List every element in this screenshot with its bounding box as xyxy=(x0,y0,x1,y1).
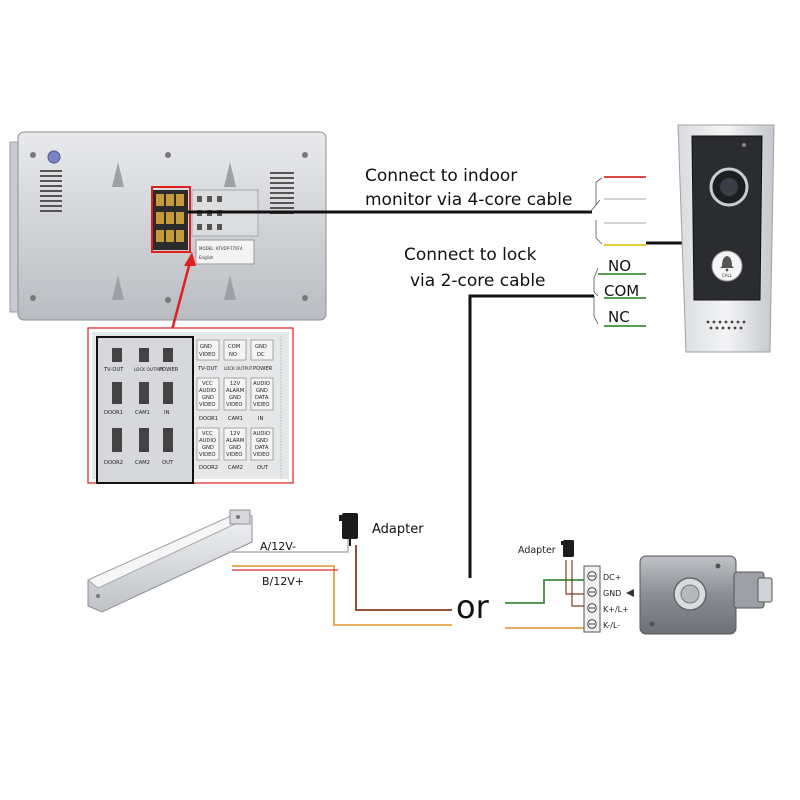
panel-left-r3-c1: DOOR2 xyxy=(104,460,123,466)
panel-r1-foot-3: POWER xyxy=(253,366,273,372)
panel-r2-t2-c: GND xyxy=(229,395,241,401)
outdoor-doorbell: CALL xyxy=(677,124,775,353)
panel-r1-t2-b: NO xyxy=(229,352,237,358)
panel-r1-t1-a: GND xyxy=(200,344,212,350)
label-or: or xyxy=(456,588,490,626)
panel-r3-foot-3: OUT xyxy=(257,465,269,471)
label-no: NO xyxy=(608,257,631,275)
panel-r3-foot-2: CAM2 xyxy=(228,465,243,471)
panel-r3-t1-b: AUDIO xyxy=(199,438,216,444)
label-k-minus: K-/L- xyxy=(603,621,620,630)
panel-r3-t1-c: GND xyxy=(202,445,214,451)
monitor-vent-left xyxy=(40,170,62,212)
label-adapter-main: Adapter xyxy=(372,522,424,537)
panel-r3-t1-a: VCC xyxy=(202,431,213,437)
panel-left-r1-c1: TV-OUT xyxy=(103,367,124,373)
call-label: CALL xyxy=(722,273,733,278)
monitor-vent-right xyxy=(270,172,294,214)
panel-r2-t2-b: ALARM xyxy=(226,388,244,394)
terminal-detail-panel: TV-OUT LOCK OUTPUT POWER DOOR1 CAM1 IN D… xyxy=(87,327,294,484)
panel-r3-t2-b: ALARM xyxy=(226,438,244,444)
wire-lock-green xyxy=(505,579,594,604)
panel-r1-t2-a: COM xyxy=(228,344,240,350)
label-k-plus: K+/L+ xyxy=(603,605,629,614)
label-indoor-line1: Connect to indoor xyxy=(365,166,517,186)
lock-terminal-block xyxy=(583,565,601,633)
panel-left-r3-c3: OUT xyxy=(162,460,174,466)
monitor-lang-label: English xyxy=(199,255,214,260)
highlight-box xyxy=(151,186,191,253)
wire-adapter-main xyxy=(355,545,452,611)
panel-r2-foot-2: CAM1 xyxy=(228,416,243,422)
panel-r2-t3-b: GND xyxy=(256,388,268,394)
label-nc: NC xyxy=(608,308,630,326)
label-lock-line1: Connect to lock xyxy=(404,245,537,265)
panel-r2-t3-d: VIDEO xyxy=(253,402,269,408)
panel-r2-t1-d: VIDEO xyxy=(199,402,215,408)
two-core-cable xyxy=(468,267,646,578)
panel-r3-t2-a: 12V xyxy=(230,431,241,437)
label-a-12v: A/12V- xyxy=(260,540,296,553)
panel-left-r2-c3: IN xyxy=(164,410,170,416)
label-com: COM xyxy=(604,282,639,300)
panel-r2-t2-d: VIDEO xyxy=(226,402,242,408)
panel-left-r1-c3: POWER xyxy=(159,367,179,373)
panel-r3-foot-1: DOOR2 xyxy=(199,465,218,471)
indoor-monitor: MODEL: KTVDP-T70F4 English xyxy=(9,131,327,321)
panel-r2-t1-a: VCC xyxy=(202,381,213,387)
panel-r1-t1-b: VIDEO xyxy=(199,352,215,358)
monitor-screws xyxy=(30,152,308,303)
panel-r2-t1-b: AUDIO xyxy=(199,388,216,394)
highlight-arrow xyxy=(170,261,192,331)
panel-r3-t3-b: GND xyxy=(256,438,268,444)
panel-r2-t3-a: AUDIO xyxy=(253,381,270,387)
panel-r3-t3-c: DATA xyxy=(255,445,269,451)
highlight-arrow-head xyxy=(184,252,196,266)
label-adapter-small: Adapter xyxy=(518,545,556,556)
monitor-model-label: MODEL: KTVDP-T70F4 xyxy=(199,246,243,251)
monitor-mount-slots xyxy=(112,162,236,300)
panel-r2-foot-3: IN xyxy=(258,416,264,422)
speaker-grille xyxy=(706,320,746,330)
label-indoor-line2: monitor via 4-core cable xyxy=(365,190,572,210)
label-dc-plus: DC+ xyxy=(603,573,621,582)
label-gnd: GND xyxy=(603,589,621,598)
electric-lock xyxy=(639,555,773,635)
panel-left-r2-c2: CAM1 xyxy=(135,410,150,416)
panel-r3-t2-d: VIDEO xyxy=(226,452,242,458)
panel-r3-t2-c: GND xyxy=(229,445,241,451)
four-core-cable xyxy=(188,176,690,246)
panel-r2-foot-1: DOOR1 xyxy=(199,416,218,422)
monitor-badge-icon xyxy=(47,150,61,164)
panel-left-r3-c2: CAM2 xyxy=(135,460,150,466)
panel-r2-t3-c: DATA xyxy=(255,395,269,401)
wire-mag-a xyxy=(228,538,349,553)
adapter-main-icon xyxy=(339,513,358,546)
panel-left-r2-c1: DOOR1 xyxy=(104,410,123,416)
panel-r1-foot-1: TV-OUT xyxy=(197,366,218,372)
wire-mag-b xyxy=(232,565,452,626)
panel-r2-t2-a: 12V xyxy=(230,381,241,387)
panel-r1-t3-b: DC xyxy=(257,352,265,358)
adapter-small-icon xyxy=(561,540,574,557)
gnd-arrow-icon xyxy=(626,589,634,597)
panel-r3-t3-d: VIDEO xyxy=(253,452,269,458)
panel-r1-t3-a: GND xyxy=(255,344,267,350)
label-b-12v: B/12V+ xyxy=(262,575,304,588)
label-lock-line2: via 2-core cable xyxy=(410,271,546,291)
panel-left-r1-c2: LOCK OUTPUT xyxy=(134,367,164,372)
panel-r2-t1-c: GND xyxy=(202,395,214,401)
magnetic-lock xyxy=(87,509,253,613)
panel-r3-t1-d: VIDEO xyxy=(199,452,215,458)
panel-r3-t3-a: AUDIO xyxy=(253,431,270,437)
panel-r1-foot-2: LOCK OUTPUT xyxy=(224,366,253,371)
bell-icon xyxy=(720,256,734,268)
